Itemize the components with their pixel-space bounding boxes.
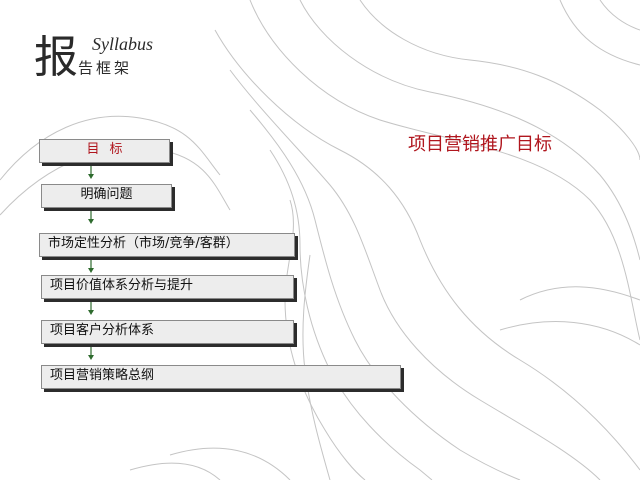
step-box-value-system[interactable]: 项目价值体系分析与提升 [41,275,294,299]
step-box-market-analysis[interactable]: 市场定性分析（市场/竞争/客群） [39,233,295,257]
arrow-connector [88,347,94,360]
section-heading: 项目营销推广目标 [408,134,552,155]
step-box-define-problem[interactable]: 明确问题 [41,184,172,208]
title-latin: Syllabus [92,34,153,54]
step-box-customer-analysis[interactable]: 项目客户分析体系 [41,320,294,344]
title-initial-char: 报 [34,32,78,83]
arrow-connector [88,166,94,179]
arrow-connector [88,302,94,315]
title-rest: 告框架 [78,59,133,77]
arrow-connector [88,260,94,273]
step-box-goal[interactable]: 目标 [39,139,170,163]
step-box-marketing-strategy[interactable]: 项目营销策略总纲 [41,365,401,389]
arrow-connector [88,211,94,224]
